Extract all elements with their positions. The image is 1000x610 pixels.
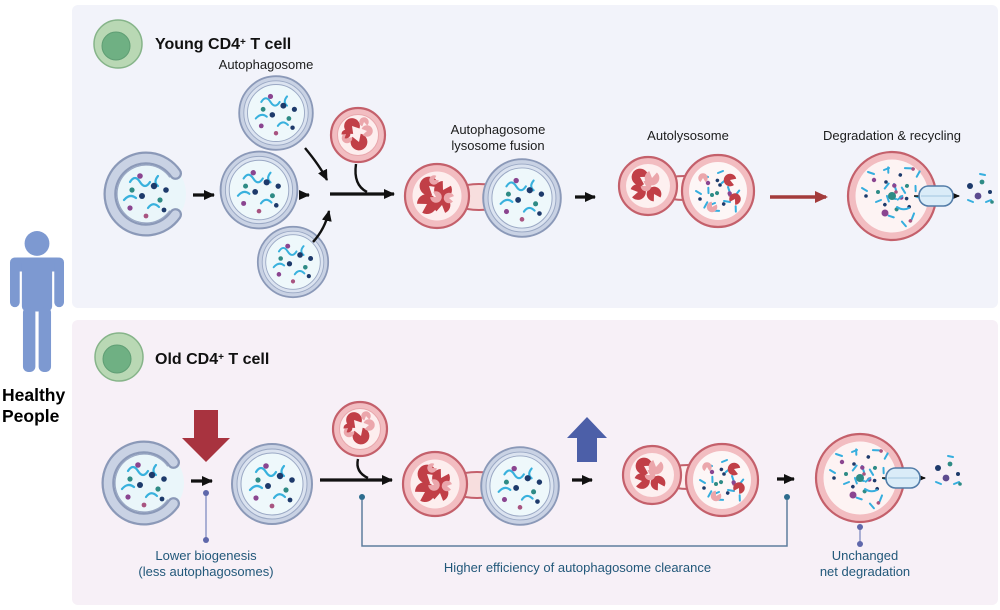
fusion-label: Autophagosome lysosome fusion	[450, 122, 546, 154]
phagophore-icon	[110, 158, 186, 230]
autolysosome-icon	[623, 444, 758, 516]
autophagosome-icon	[239, 76, 313, 150]
young-panel-title: Young CD4+ T cell	[155, 36, 292, 53]
recycled-molecules-icon	[966, 173, 995, 205]
higher-efficiency-label: Higher efficiency of autophagosome clear…	[443, 560, 712, 575]
curved-arrow-top-autophagosome	[304, 147, 329, 181]
autophagosome-icon	[232, 444, 312, 524]
t-cell-icon	[94, 332, 144, 382]
autophagosome-lysosome-fusion-icon	[405, 159, 561, 237]
degradation-label: Degradation & recycling	[822, 128, 962, 143]
phagophore-icon	[108, 447, 184, 519]
autolysosome-label: Autolysosome	[647, 128, 729, 143]
higher-efficiency-bracket	[359, 494, 790, 547]
lower-biogenesis-label: Lower biogenesis (less autophagosomes)	[138, 548, 274, 580]
unchanged-degradation-label: Unchanged net degradation	[819, 548, 911, 580]
membrane-transporter-icon	[918, 185, 954, 207]
membrane-transporter-icon	[885, 467, 921, 489]
lysosome-merge-line	[354, 163, 368, 194]
unchanged-degradation-callout	[857, 524, 863, 547]
autophagosome-lysosome-fusion-icon	[403, 447, 559, 525]
human-figure-icon	[9, 231, 64, 372]
autophagosome-label: Autophagosome	[218, 57, 314, 72]
t-cell-icon	[93, 19, 143, 69]
lower-biogenesis-callout	[203, 490, 209, 543]
lysosome-icon	[331, 108, 385, 162]
recycled-molecules-icon	[934, 455, 963, 487]
autolysosome-icon	[619, 155, 754, 227]
up-arrow-icon	[567, 417, 607, 462]
lysosome-merge-line	[356, 458, 369, 480]
young-cell-panel	[72, 5, 998, 308]
curved-arrow-bottom-autophagosome	[312, 210, 332, 243]
lysosome-icon	[333, 402, 387, 456]
down-arrow-icon	[182, 410, 230, 462]
autophagosome-icon	[221, 152, 298, 229]
person-label: Healthy People	[2, 385, 66, 427]
old-panel-title: Old CD4+ T cell	[155, 351, 270, 368]
